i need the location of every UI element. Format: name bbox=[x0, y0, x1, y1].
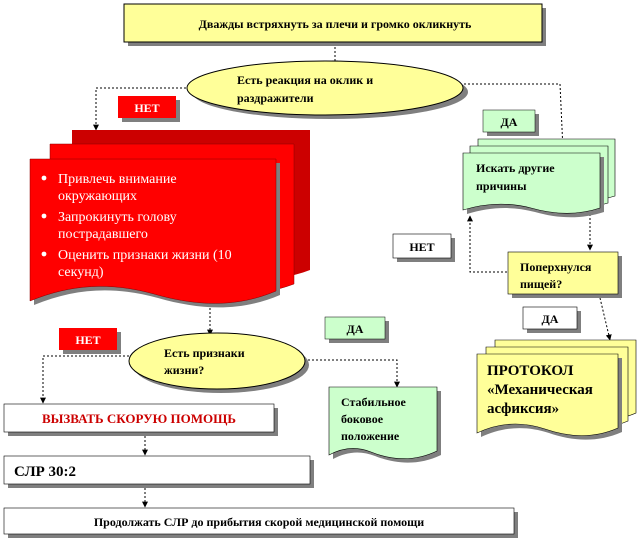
yes-label-2-text: ДА bbox=[542, 312, 559, 326]
choked-question-line1: Поперхнулся bbox=[520, 260, 592, 274]
first-action-2-line1: Запрокинуть голову bbox=[58, 210, 177, 225]
protocol-line3: асфиксия» bbox=[487, 401, 559, 417]
yes-label-3-text: ДА bbox=[347, 322, 364, 336]
other-causes-line2: причины bbox=[476, 179, 527, 193]
first-actions-stack: Привлечь внимание окружающих Запрокинуть… bbox=[29, 130, 310, 308]
bullet-2 bbox=[41, 213, 47, 219]
bullet-1 bbox=[41, 175, 47, 181]
yes-label-2: ДА bbox=[522, 306, 581, 333]
reaction-question-line1: Есть реакция на оклик и bbox=[237, 73, 373, 87]
yes-label-1: ДА bbox=[482, 109, 539, 136]
call-ambulance-text: ВЫЗВАТЬ СКОРУЮ ПОМОЩЬ bbox=[42, 411, 236, 426]
yes-label-3: ДА bbox=[324, 316, 389, 343]
protocol-line2: «Механическая bbox=[487, 382, 593, 398]
cpr-text: СЛР 30:2 bbox=[14, 464, 76, 480]
signs-question-line1: Есть признаки bbox=[164, 346, 245, 360]
signs-question-line2: жизни? bbox=[164, 363, 204, 377]
shake-shout-text: Дважды встряхнуть за плечи и громко окли… bbox=[199, 17, 472, 31]
first-action-3-line1: Оценить признаки жизни (10 bbox=[58, 248, 232, 263]
first-action-1-line2: окружающих bbox=[58, 189, 137, 204]
first-action-3-line2: секунд) bbox=[58, 265, 104, 280]
protocol-line1: ПРОТОКОЛ bbox=[487, 363, 573, 379]
call-ambulance-box: ВЫЗВАТЬ СКОРУЮ ПОМОЩЬ bbox=[3, 403, 278, 436]
continue-cpr-box: Продолжать СЛР до прибытия скорой медици… bbox=[3, 507, 518, 538]
no-label-1-text: НЕТ bbox=[134, 101, 159, 115]
reaction-question-line2: раздражители bbox=[237, 91, 314, 105]
no-label-3: НЕТ bbox=[59, 328, 121, 354]
first-action-1-line1: Привлечь внимание bbox=[58, 172, 177, 187]
connector-lines bbox=[40, 47, 612, 508]
no-label-1: НЕТ bbox=[118, 96, 180, 122]
recovery-line1: Стабильное bbox=[341, 395, 406, 409]
recovery-line2: боковое bbox=[341, 412, 384, 426]
signs-question-ellipse: Есть признаки жизни? bbox=[128, 332, 309, 393]
other-causes-line1: Искать другие bbox=[476, 161, 555, 175]
first-action-2-line2: пострадавшего bbox=[58, 227, 148, 242]
no-label-3-text: НЕТ bbox=[75, 333, 100, 347]
choked-question-line2: пищей? bbox=[520, 277, 562, 291]
choked-question-box: Поперхнулся пищей? bbox=[507, 251, 622, 298]
recovery-position-box: Стабильное боковое положение bbox=[328, 386, 441, 463]
no-label-2-text: НЕТ bbox=[409, 240, 434, 254]
cpr-box: СЛР 30:2 bbox=[3, 455, 314, 488]
reaction-question-ellipse: Есть реакция на оклик и раздражители bbox=[186, 60, 468, 119]
protocol-stack: ПРОТОКОЛ «Механическая асфиксия» bbox=[476, 339, 637, 440]
yes-label-1-text: ДА bbox=[501, 115, 518, 129]
other-causes-stack: Искать другие причины bbox=[462, 138, 616, 218]
no-label-2: НЕТ bbox=[392, 233, 455, 262]
shake-shout-box: Дважды встряхнуть за плечи и громко окли… bbox=[123, 3, 546, 46]
bullet-3 bbox=[41, 251, 47, 257]
recovery-line3: положение bbox=[341, 429, 400, 443]
continue-cpr-text: Продолжать СЛР до прибытия скорой медици… bbox=[94, 515, 424, 529]
